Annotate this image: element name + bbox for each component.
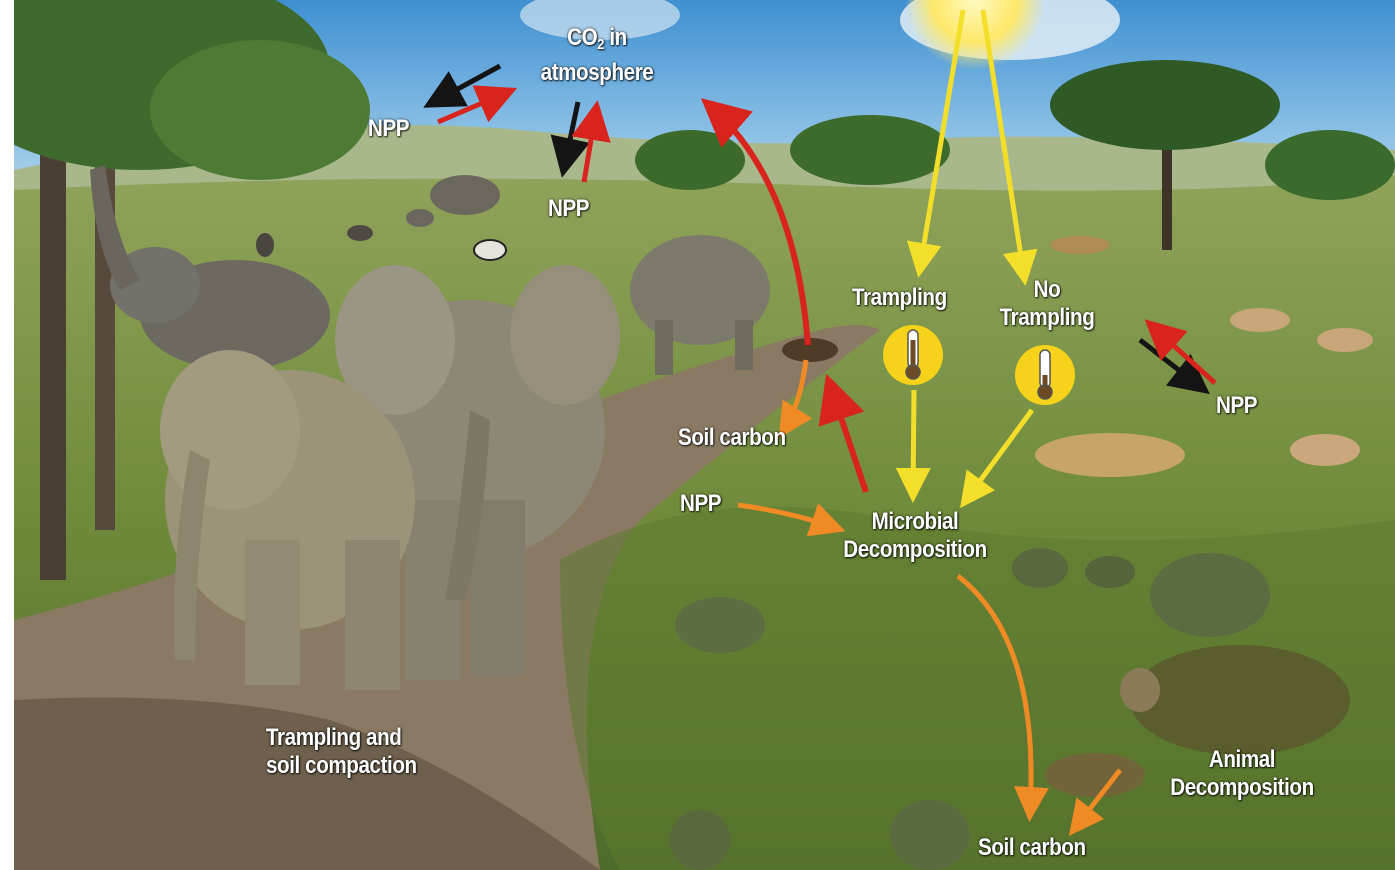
microbial-line2: Decomposition	[833, 536, 996, 564]
gazelle	[1230, 308, 1290, 332]
gazelle	[1317, 328, 1373, 352]
no-trampling-line2: Trampling	[991, 304, 1103, 332]
npp-label-right: NPP	[1216, 392, 1257, 420]
trampling-compaction-line1: Trampling and	[266, 724, 417, 752]
co2-atmosphere-label: CO2 in atmosphere	[524, 24, 670, 87]
no-trampling-line1: No	[991, 276, 1103, 304]
co2-in-text: in	[604, 24, 627, 51]
cheetah	[1035, 433, 1185, 477]
npp-label-top-left: NPP	[368, 115, 409, 143]
co2-text: CO	[567, 24, 597, 51]
soil-carbon-label-bottom: Soil carbon	[978, 834, 1086, 862]
distant-elephant	[430, 175, 500, 215]
acacia-canopy	[1050, 60, 1280, 150]
trampling-label: Trampling	[852, 284, 947, 312]
trampling-compaction-line2: soil compaction	[266, 752, 417, 780]
co2-line1: CO2 in	[524, 24, 670, 59]
microbial-decomposition-label: Microbial Decomposition	[833, 508, 996, 564]
arrow-yellow-trampling-to-microbial	[913, 390, 914, 493]
bush	[1265, 130, 1395, 200]
distant-animal	[347, 225, 373, 241]
tree-canopy	[150, 40, 370, 180]
distant-animal	[256, 233, 274, 257]
animal-line2: Decomposition	[1160, 774, 1323, 802]
npp-label-left-of-microbial: NPP	[680, 490, 721, 518]
atmosphere-text: atmosphere	[524, 59, 670, 87]
thermometer-hot-icon	[883, 325, 943, 385]
distant-zebra	[474, 240, 506, 260]
bush	[790, 115, 950, 185]
trampling-compaction-label: Trampling and soil compaction	[266, 724, 417, 780]
gazelle	[1290, 434, 1360, 466]
animal-line1: Animal	[1160, 746, 1323, 774]
soil-carbon-label-mid: Soil carbon	[678, 424, 786, 452]
npp-label-mid: NPP	[548, 195, 589, 223]
distant-animal	[406, 209, 434, 227]
lions-distant	[1050, 236, 1110, 254]
page-margin	[0, 0, 14, 870]
no-trampling-label: No Trampling	[991, 276, 1103, 332]
bush	[635, 130, 745, 190]
animal-decomposition-label: Animal Decomposition	[1160, 746, 1323, 802]
thermometer-cool-icon	[1015, 345, 1075, 405]
microbial-line1: Microbial	[833, 508, 996, 536]
